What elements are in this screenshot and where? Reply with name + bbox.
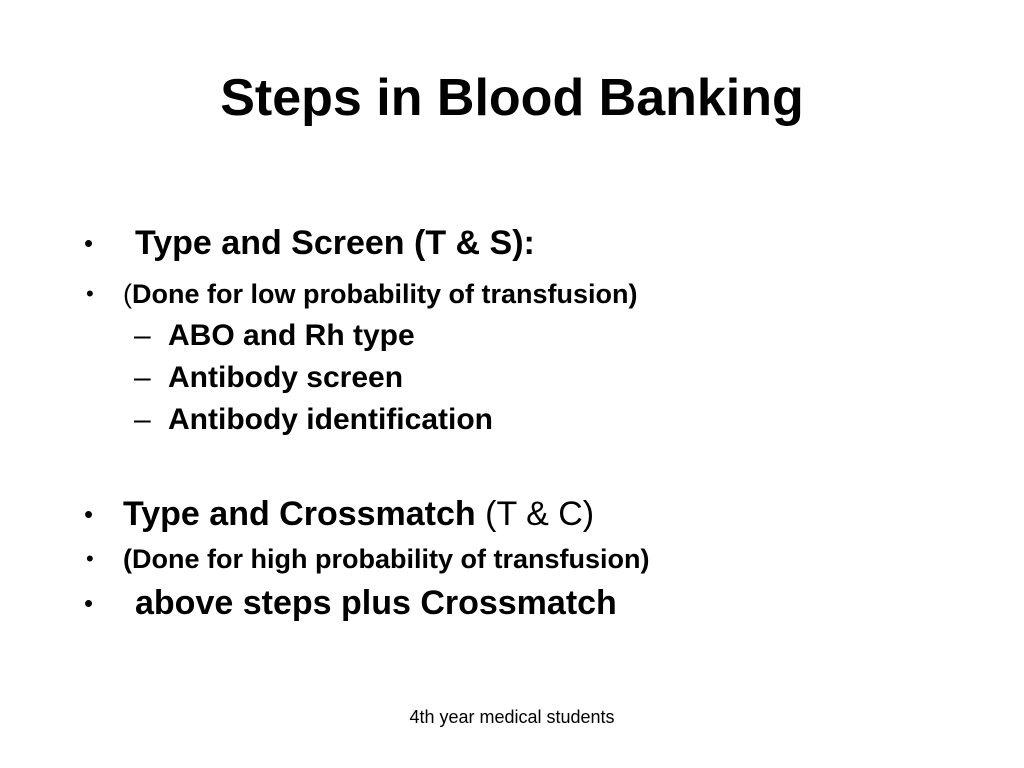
type-and-crossmatch-heading: Type and Crossmatch (T & C) (123, 493, 594, 535)
crossmatch-heading-bold: Type and Crossmatch (123, 495, 476, 533)
high-probability-note: (Done for high probability of transfusio… (123, 544, 650, 574)
sub-item-text: ABO and Rh type (168, 319, 415, 352)
type-and-screen-heading: Type and Screen (T & S): (135, 224, 535, 262)
bullet-icon: • (84, 228, 94, 258)
low-probability-text: Done for low probability of transfusion) (132, 279, 638, 309)
bullet-icon: • (86, 281, 94, 306)
slide-title: Steps in Blood Banking (220, 69, 804, 127)
crossmatch-heading-abbrev: (T & C) (485, 495, 595, 533)
sub-item-text: Antibody identification (168, 403, 493, 436)
bullet-icon: • (84, 588, 94, 618)
above-steps-text: above steps plus Crossmatch (135, 584, 617, 622)
dash-icon: – (134, 403, 151, 436)
bullet-icon: • (84, 499, 94, 529)
dash-icon: – (134, 361, 151, 394)
low-probability-note: (Done for low probability of transfusion… (123, 278, 638, 310)
slide-footer: 4th year medical students (409, 707, 615, 727)
bullet-icon: • (86, 546, 94, 571)
open-paren: ( (123, 279, 132, 309)
dash-icon: – (134, 319, 151, 352)
sub-item-text: Antibody screen (168, 361, 404, 394)
